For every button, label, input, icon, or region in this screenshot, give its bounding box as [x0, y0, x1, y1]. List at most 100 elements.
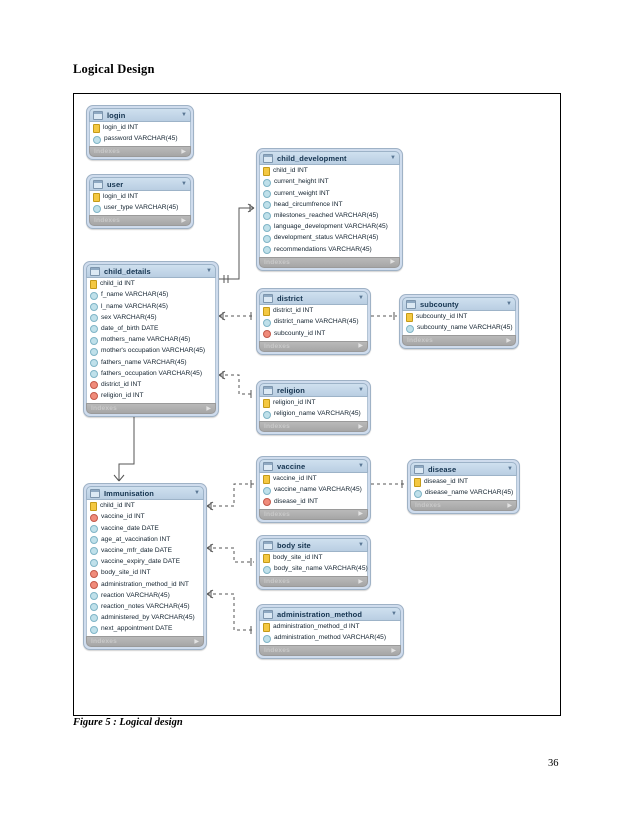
expand-arrow-icon[interactable]: ▶ — [358, 511, 363, 518]
column-row[interactable]: milestones_reached VARCHAR(45) — [260, 211, 399, 222]
expand-arrow-icon[interactable]: ▶ — [506, 337, 511, 344]
entity-header-immunisation[interactable]: Immunisation▼ — [86, 486, 204, 500]
column-row[interactable]: administration_method VARCHAR(45) — [260, 633, 400, 644]
column-row[interactable]: vaccine_expiry_date DATE — [87, 557, 203, 568]
column-row[interactable]: district_id INT — [260, 306, 367, 317]
column-row[interactable]: body_site_id INT — [260, 553, 367, 564]
indexes-section-child_details[interactable]: Indexes▶ — [86, 403, 216, 415]
expand-arrow-icon[interactable]: ▶ — [391, 647, 396, 654]
column-row[interactable]: district_name VARCHAR(45) — [260, 317, 367, 328]
column-row[interactable]: fathers_occupation VARCHAR(45) — [87, 369, 215, 380]
column-row[interactable]: login_id INT — [90, 123, 190, 134]
column-row[interactable]: language_development VARCHAR(45) — [260, 222, 399, 233]
indexes-section-immunisation[interactable]: Indexes▶ — [86, 636, 204, 648]
indexes-section-child_development[interactable]: Indexes▶ — [259, 256, 400, 268]
column-row[interactable]: religion_id INT — [260, 398, 367, 409]
indexes-section-disease[interactable]: Indexes▶ — [410, 500, 517, 512]
column-row[interactable]: date_of_birth DATE — [87, 324, 215, 335]
entity-header-administration_method[interactable]: administration_method▼ — [259, 607, 401, 621]
entity-header-religion[interactable]: religion▼ — [259, 383, 368, 397]
column-row[interactable]: development_status VARCHAR(45) — [260, 233, 399, 244]
column-row[interactable]: current_height INT — [260, 177, 399, 188]
chevron-down-icon[interactable]: ▼ — [181, 181, 187, 187]
expand-arrow-icon[interactable]: ▶ — [358, 423, 363, 430]
indexes-section-administration_method[interactable]: Indexes▶ — [259, 645, 401, 657]
column-row[interactable]: subcounty_id INT — [403, 312, 515, 323]
expand-arrow-icon[interactable]: ▶ — [194, 638, 199, 645]
column-row[interactable]: reaction VARCHAR(45) — [87, 591, 203, 602]
entity-header-disease[interactable]: disease▼ — [410, 462, 517, 476]
expand-arrow-icon[interactable]: ▶ — [358, 343, 363, 350]
chevron-down-icon[interactable]: ▼ — [194, 490, 200, 496]
column-row[interactable]: child_id INT — [260, 166, 399, 177]
column-row[interactable]: mothers_name VARCHAR(45) — [87, 335, 215, 346]
column-row[interactable]: recommendations VARCHAR(45) — [260, 244, 399, 255]
chevron-down-icon[interactable]: ▼ — [390, 155, 396, 161]
expand-arrow-icon[interactable]: ▶ — [181, 148, 186, 155]
entity-header-subcounty[interactable]: subcounty▼ — [402, 297, 516, 311]
expand-arrow-icon[interactable]: ▶ — [358, 578, 363, 585]
entity-header-child_details[interactable]: child_details▼ — [86, 264, 216, 278]
column-row[interactable]: administered_by VARCHAR(45) — [87, 613, 203, 624]
chevron-down-icon[interactable]: ▼ — [358, 463, 364, 469]
chevron-down-icon[interactable]: ▼ — [506, 301, 512, 307]
column-row[interactable]: vaccine_date DATE — [87, 523, 203, 534]
entity-header-body_site[interactable]: body site▼ — [259, 538, 368, 552]
indexes-section-user[interactable]: Indexes▶ — [89, 215, 191, 227]
column-row[interactable]: fathers_name VARCHAR(45) — [87, 357, 215, 368]
entity-header-login[interactable]: login▼ — [89, 108, 191, 122]
column-row[interactable]: disease_id INT — [411, 477, 516, 488]
column-row[interactable]: subcounty_name VARCHAR(45) — [403, 323, 515, 334]
chevron-down-icon[interactable]: ▼ — [358, 295, 364, 301]
column-row[interactable]: body_site_id INT — [87, 568, 203, 579]
column-row[interactable]: religion_id INT — [87, 391, 215, 402]
chevron-down-icon[interactable]: ▼ — [507, 466, 513, 472]
column-row[interactable]: body_site_name VARCHAR(45) — [260, 564, 368, 575]
column-row[interactable]: l_name VARCHAR(45) — [87, 301, 215, 312]
chevron-down-icon[interactable]: ▼ — [358, 387, 364, 393]
column-row[interactable]: vaccine_name VARCHAR(45) — [260, 485, 367, 496]
expand-arrow-icon[interactable]: ▶ — [206, 405, 211, 412]
indexes-section-district[interactable]: Indexes▶ — [259, 340, 368, 352]
column-row[interactable]: user_type VARCHAR(45) — [90, 203, 190, 214]
expand-arrow-icon[interactable]: ▶ — [181, 217, 186, 224]
column-row[interactable]: current_weight INT — [260, 188, 399, 199]
entity-table-administration_method[interactable]: administration_method▼administration_met… — [256, 604, 404, 660]
column-row[interactable]: password VARCHAR(45) — [90, 134, 190, 145]
column-row[interactable]: disease_id INT — [260, 496, 367, 507]
indexes-section-subcounty[interactable]: Indexes▶ — [402, 335, 516, 347]
column-row[interactable]: sex VARCHAR(45) — [87, 313, 215, 324]
indexes-section-login[interactable]: Indexes▶ — [89, 146, 191, 158]
indexes-section-body_site[interactable]: Indexes▶ — [259, 576, 368, 588]
chevron-down-icon[interactable]: ▼ — [391, 611, 397, 617]
chevron-down-icon[interactable]: ▼ — [206, 268, 212, 274]
column-row[interactable]: vaccine_mfr_date DATE — [87, 546, 203, 557]
entity-header-vaccine[interactable]: vaccine▼ — [259, 459, 368, 473]
column-row[interactable]: login_id INT — [90, 192, 190, 203]
column-row[interactable]: mother's occupation VARCHAR(45) — [87, 346, 215, 357]
column-row[interactable]: f_name VARCHAR(45) — [87, 290, 215, 301]
chevron-down-icon[interactable]: ▼ — [358, 542, 364, 548]
column-row[interactable]: vaccine_id INT — [260, 474, 367, 485]
column-row[interactable]: child_id INT — [87, 279, 215, 290]
expand-arrow-icon[interactable]: ▶ — [390, 259, 395, 265]
column-row[interactable]: child_id INT — [87, 501, 203, 512]
column-row[interactable]: administration_method_id INT — [87, 579, 203, 590]
column-row[interactable]: vaccine_id INT — [87, 512, 203, 523]
column-row[interactable]: administration_method_d INT — [260, 622, 400, 633]
column-row[interactable]: disease_name VARCHAR(45) — [411, 488, 516, 499]
entity-header-child_development[interactable]: child_development▼ — [259, 151, 400, 165]
column-row[interactable]: next_appointment DATE — [87, 624, 203, 635]
column-row[interactable]: head_circumfrence INT — [260, 200, 399, 211]
